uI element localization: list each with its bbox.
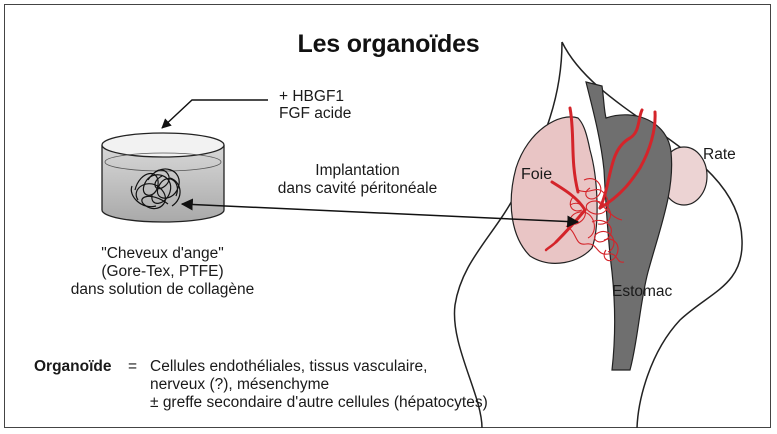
fiber-line-1: "Cheveux d'ange" <box>101 245 224 262</box>
liver <box>510 116 598 264</box>
factor-line-1: + HBGF1 <box>279 88 345 105</box>
stomach <box>585 81 673 371</box>
factor-arrow <box>161 99 268 129</box>
spleen-label: Rate <box>703 146 736 163</box>
stomach-label: Estomac <box>612 283 673 300</box>
definition-line-3: ± greffe secondaire d'autre cellules (hé… <box>150 394 488 411</box>
implant-line-1: Implantation <box>315 162 400 179</box>
definition-equals: = <box>128 358 138 375</box>
fiber-tangle <box>130 168 181 210</box>
figure-title: Les organoïdes <box>297 30 480 58</box>
definition-line-2: nerveux (?), mésenchyme <box>150 376 330 393</box>
factor-line-2: FGF acide <box>279 105 352 122</box>
implantation-arrow <box>180 198 580 228</box>
culture-dish <box>101 132 225 223</box>
vascular-network <box>565 178 625 263</box>
fiber-line-3: dans solution de collagène <box>70 281 255 298</box>
figure-frame <box>4 4 771 428</box>
liver-label: Foie <box>521 166 553 183</box>
definition-term: Organoïde <box>34 358 112 375</box>
fiber-line-2: (Gore-Tex, PTFE) <box>101 263 224 280</box>
implant-line-2: dans cavité péritonéale <box>277 180 438 197</box>
definition-line-1: Cellules endothéliales, tissus vasculair… <box>150 358 428 375</box>
